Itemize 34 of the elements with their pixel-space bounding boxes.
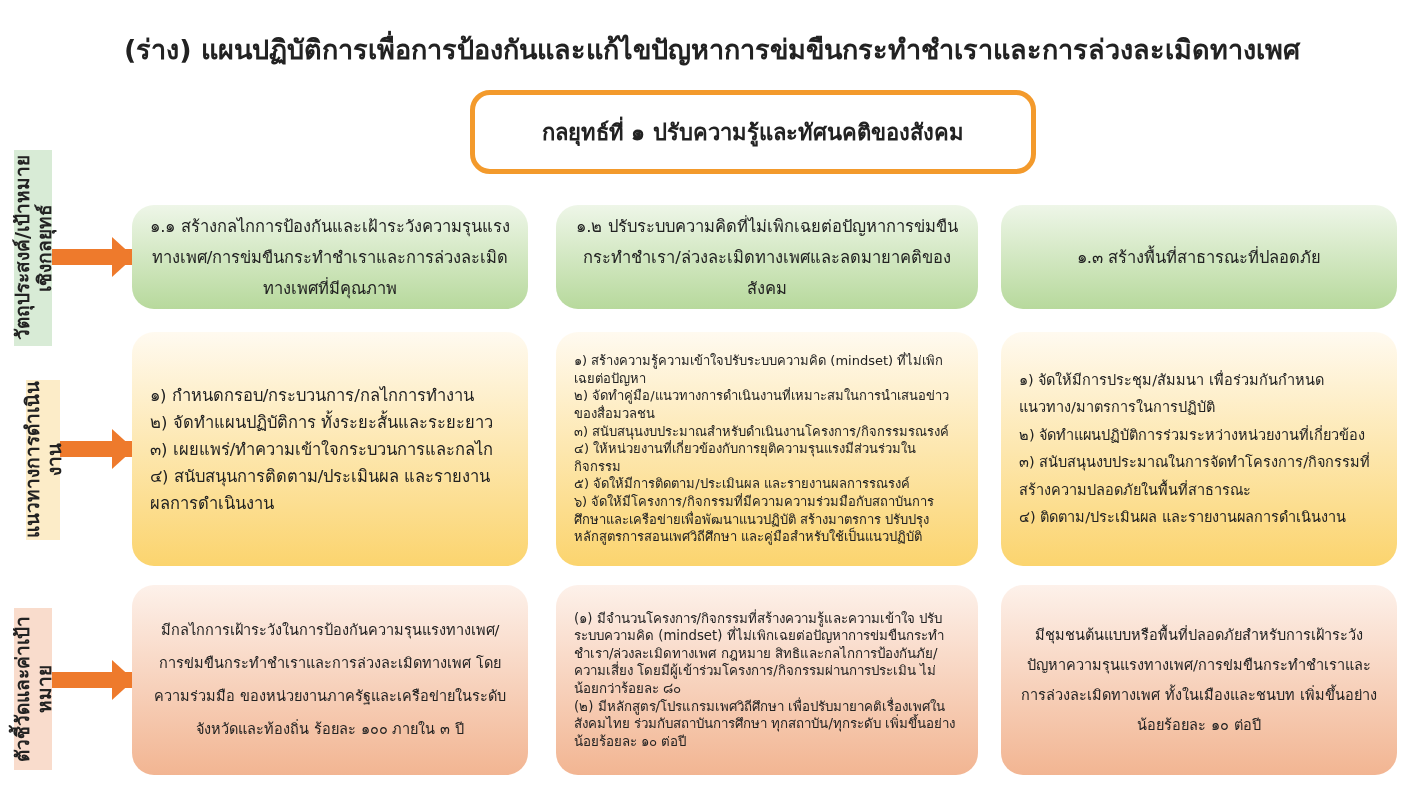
action-item: ๑) กำหนดกรอบ/กระบวนการ/กลไกการทำงาน xyxy=(150,384,475,407)
block-arrow xyxy=(52,660,134,700)
indicator-text: (๑) มีจำนวนโครงการ/กิจกรรมที่สร้างความรู้และความเข้าใจ ปรับระบบความคิด (mindset) ที่ไม่เพิกเฉยต่อปัญหาการข่มขืนกระทำชำเรา/ล่วงละเมิดทางเพศ กฎหมาย สิทธิและกลไกการป้องกันภัย/ความเสี่ยง โดยมีผู้เข้าร่วมโครงการ/กิจกรรมผ่านการประเมิน ไม่น้อยกว่าร้อยละ ๘๐ xyxy=(574,609,945,697)
action-item: ๕) จัดให้มีการติดตาม/ประเมินผล และรายงานผลการรณรงค์ xyxy=(574,475,911,493)
objective-text: ๑.๒ ปรับระบบความคิดที่ไม่เพิกเฉยต่อปัญหาการข่มขืนกระทำชำเรา/ล่วงละเมิดทางเพศและลดมายาคติของสังคม xyxy=(575,214,959,300)
action-item: ๒) จัดทำแผนปฏิบัติการร่วมระหว่างหน่วยงานที่เกี่ยวข้อง xyxy=(1019,424,1367,445)
action-card xyxy=(556,332,978,566)
indicator-card xyxy=(1001,585,1397,775)
action-item: ๒) จัดทำคู่มือ/แนวทางการดำเนินงานที่เหมาะสมในการนำเสนอข่าวของสื่อมวลชน xyxy=(574,387,950,423)
indicator-text: มีกลไกการเฝ้าระวังในการป้องกันความรุนแรงทางเพศ/การข่มขืนกระทำชำเราและการล่วงละเมิดทางเพศ โดยความร่วมมือ ของหน่วยงานภาครัฐและเครือข่ายในระดับจังหวัดและท้องถิ่น ร้อยละ ๑๐๐ ภายใน ๓ ปี xyxy=(153,621,507,739)
action-card xyxy=(132,332,528,566)
action-item: ๔) สนับสนุนการติดตาม/ประเมินผล และรายงานผลการดำเนินงาน xyxy=(150,465,492,515)
action-item: ๓) เผยแพร่/ทำความเข้าใจกระบวนการและกลไก xyxy=(150,438,495,461)
action-item: ๔) ติดตาม/ประเมินผล และรายงานผลการดำเนินงาน xyxy=(1019,508,1347,527)
objective-card xyxy=(132,205,528,309)
block-arrow xyxy=(60,429,134,469)
action-item: ๑) สร้างความรู้ความเข้าใจปรับระบบความคิด (mindset) ที่ไม่เพิกเฉยต่อปัญหา xyxy=(574,352,945,387)
indicator-text: (๒) มีหลักสูตร/โปรแกรมเพศวิถีศึกษา เพื่อปรับมายาคติเรื่องเพศในสังคมไทย ร่วมกับสถาบันการศึกษา ทุกสถาบัน/ทุกระดับ เพิ่มขึ้นอย่างน้อยร้อยละ ๑๐ ต่อปี xyxy=(574,697,957,751)
indicator-text: มีชุมชนต้นแบบหรือพื้นที่ปลอดภัยสำหรับการเฝ้าระวังปัญหาความรุนแรงทางเพศ/การข่มขืนกระทำชำเราและการล่วงละเมิดทางเพศ ทั้งในเมืองและชนบท เพิ่มขึ้นอย่างน้อยร้อยละ ๑๐ ต่อปี xyxy=(1019,620,1379,740)
objective-card xyxy=(1001,205,1397,309)
action-item: ๒) จัดทำแผนปฏิบัติการ ทั้งระยะสั้นและระยะยาว xyxy=(150,409,494,434)
block-arrow xyxy=(52,237,134,277)
action-item: ๔) ให้หน่วยงานที่เกี่ยวข้องกับการยุติความรุนแรงมีส่วนร่วมในกิจกรรม xyxy=(574,440,960,476)
action-item: ๓) สนับสนุนงบประมาณในการจัดทำโครงการ/กิจกรรมที่สร้างความปลอดภัยในพื้นที่สาธารณะ xyxy=(1019,451,1372,500)
indicator-card xyxy=(556,585,978,775)
objective-text: ๑.๑ สร้างกลไกการป้องกันและเฝ้าระวังความรุนแรงทางเพศ/การข่มขืนกระทำชำเราและการล่วงละเมิดทางเพศที่มีคุณภาพ xyxy=(150,215,510,301)
diagram-title: (ร่าง) แผนปฏิบัติการเพื่อการป้องกันและแก้ไขปัญหาการข่มขืนกระทำชำเราและการล่วงละเมิดทางเพศ xyxy=(0,28,1424,71)
action-item: ๖) จัดให้มีโครงการ/กิจกรรมที่มีความความร่วมมือกับสถาบันการศึกษาและเครือข่ายเพื่อพัฒนาแนวปฏิบัติ สร้างมาตรการ ปรับปรุงหลักสูตรการสอนเพศวิถีศึกษา และคู่มือสำหรับใช้เป็นแนวปฏิบัติ xyxy=(574,493,935,546)
strategy-box: กลยุทธ์ที่ ๑ ปรับความรู้และทัศนคติของสังคม xyxy=(470,90,1036,174)
indicator-card xyxy=(132,585,528,775)
objective-text: ๑.๓ สร้างพื้นที่สาธารณะที่ปลอดภัย xyxy=(1075,244,1323,269)
objective-card xyxy=(556,205,978,309)
action-card xyxy=(1001,332,1397,566)
action-item: ๑) จัดให้มีการประชุม/สัมมนา เพื่อร่วมกันกำหนดแนวทาง/มาตรการในการปฏิบัติ xyxy=(1019,369,1325,417)
